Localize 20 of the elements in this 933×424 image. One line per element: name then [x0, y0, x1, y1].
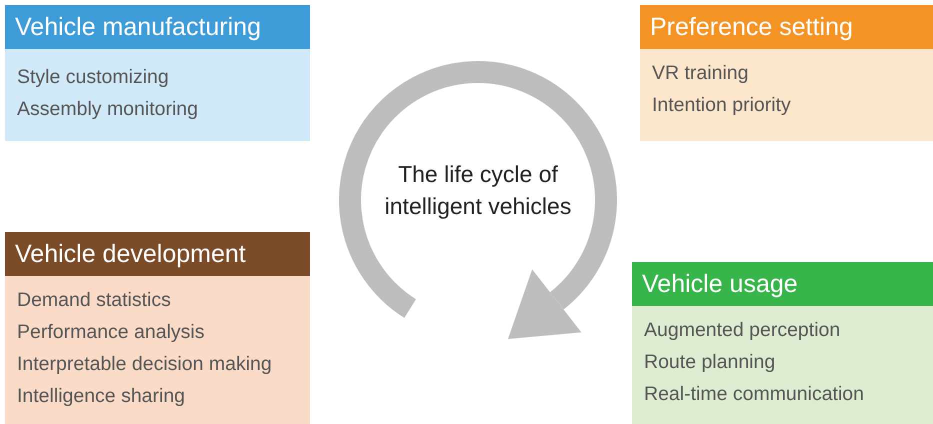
stage-item: Interpretable decision making: [16, 352, 273, 377]
stage-item: Intention priority: [651, 93, 792, 118]
stage-heading: Preference setting: [640, 5, 933, 49]
stage-heading: Vehicle development: [5, 232, 310, 276]
stage-card: [632, 262, 933, 424]
stage-item: Route planning: [643, 350, 776, 375]
stage-card: [640, 5, 933, 141]
stage-item: Performance analysis: [16, 320, 206, 345]
stage-item: Intelligence sharing: [16, 384, 186, 409]
stage-item: Augmented perception: [643, 318, 842, 343]
stage-item: Assembly monitoring: [16, 97, 199, 122]
stage-card: [5, 5, 310, 141]
stage-item: Real-time communication: [643, 382, 865, 407]
stage-heading: Vehicle usage: [632, 262, 933, 306]
stage-heading: Vehicle manufacturing: [5, 5, 310, 49]
cycle-title: The life cycle of intelligent vehicles: [384, 160, 572, 221]
stage-item: VR training: [651, 61, 750, 86]
stage-card: [5, 232, 310, 424]
stage-item: Style customizing: [16, 65, 170, 90]
stage-item: Demand statistics: [16, 288, 172, 313]
